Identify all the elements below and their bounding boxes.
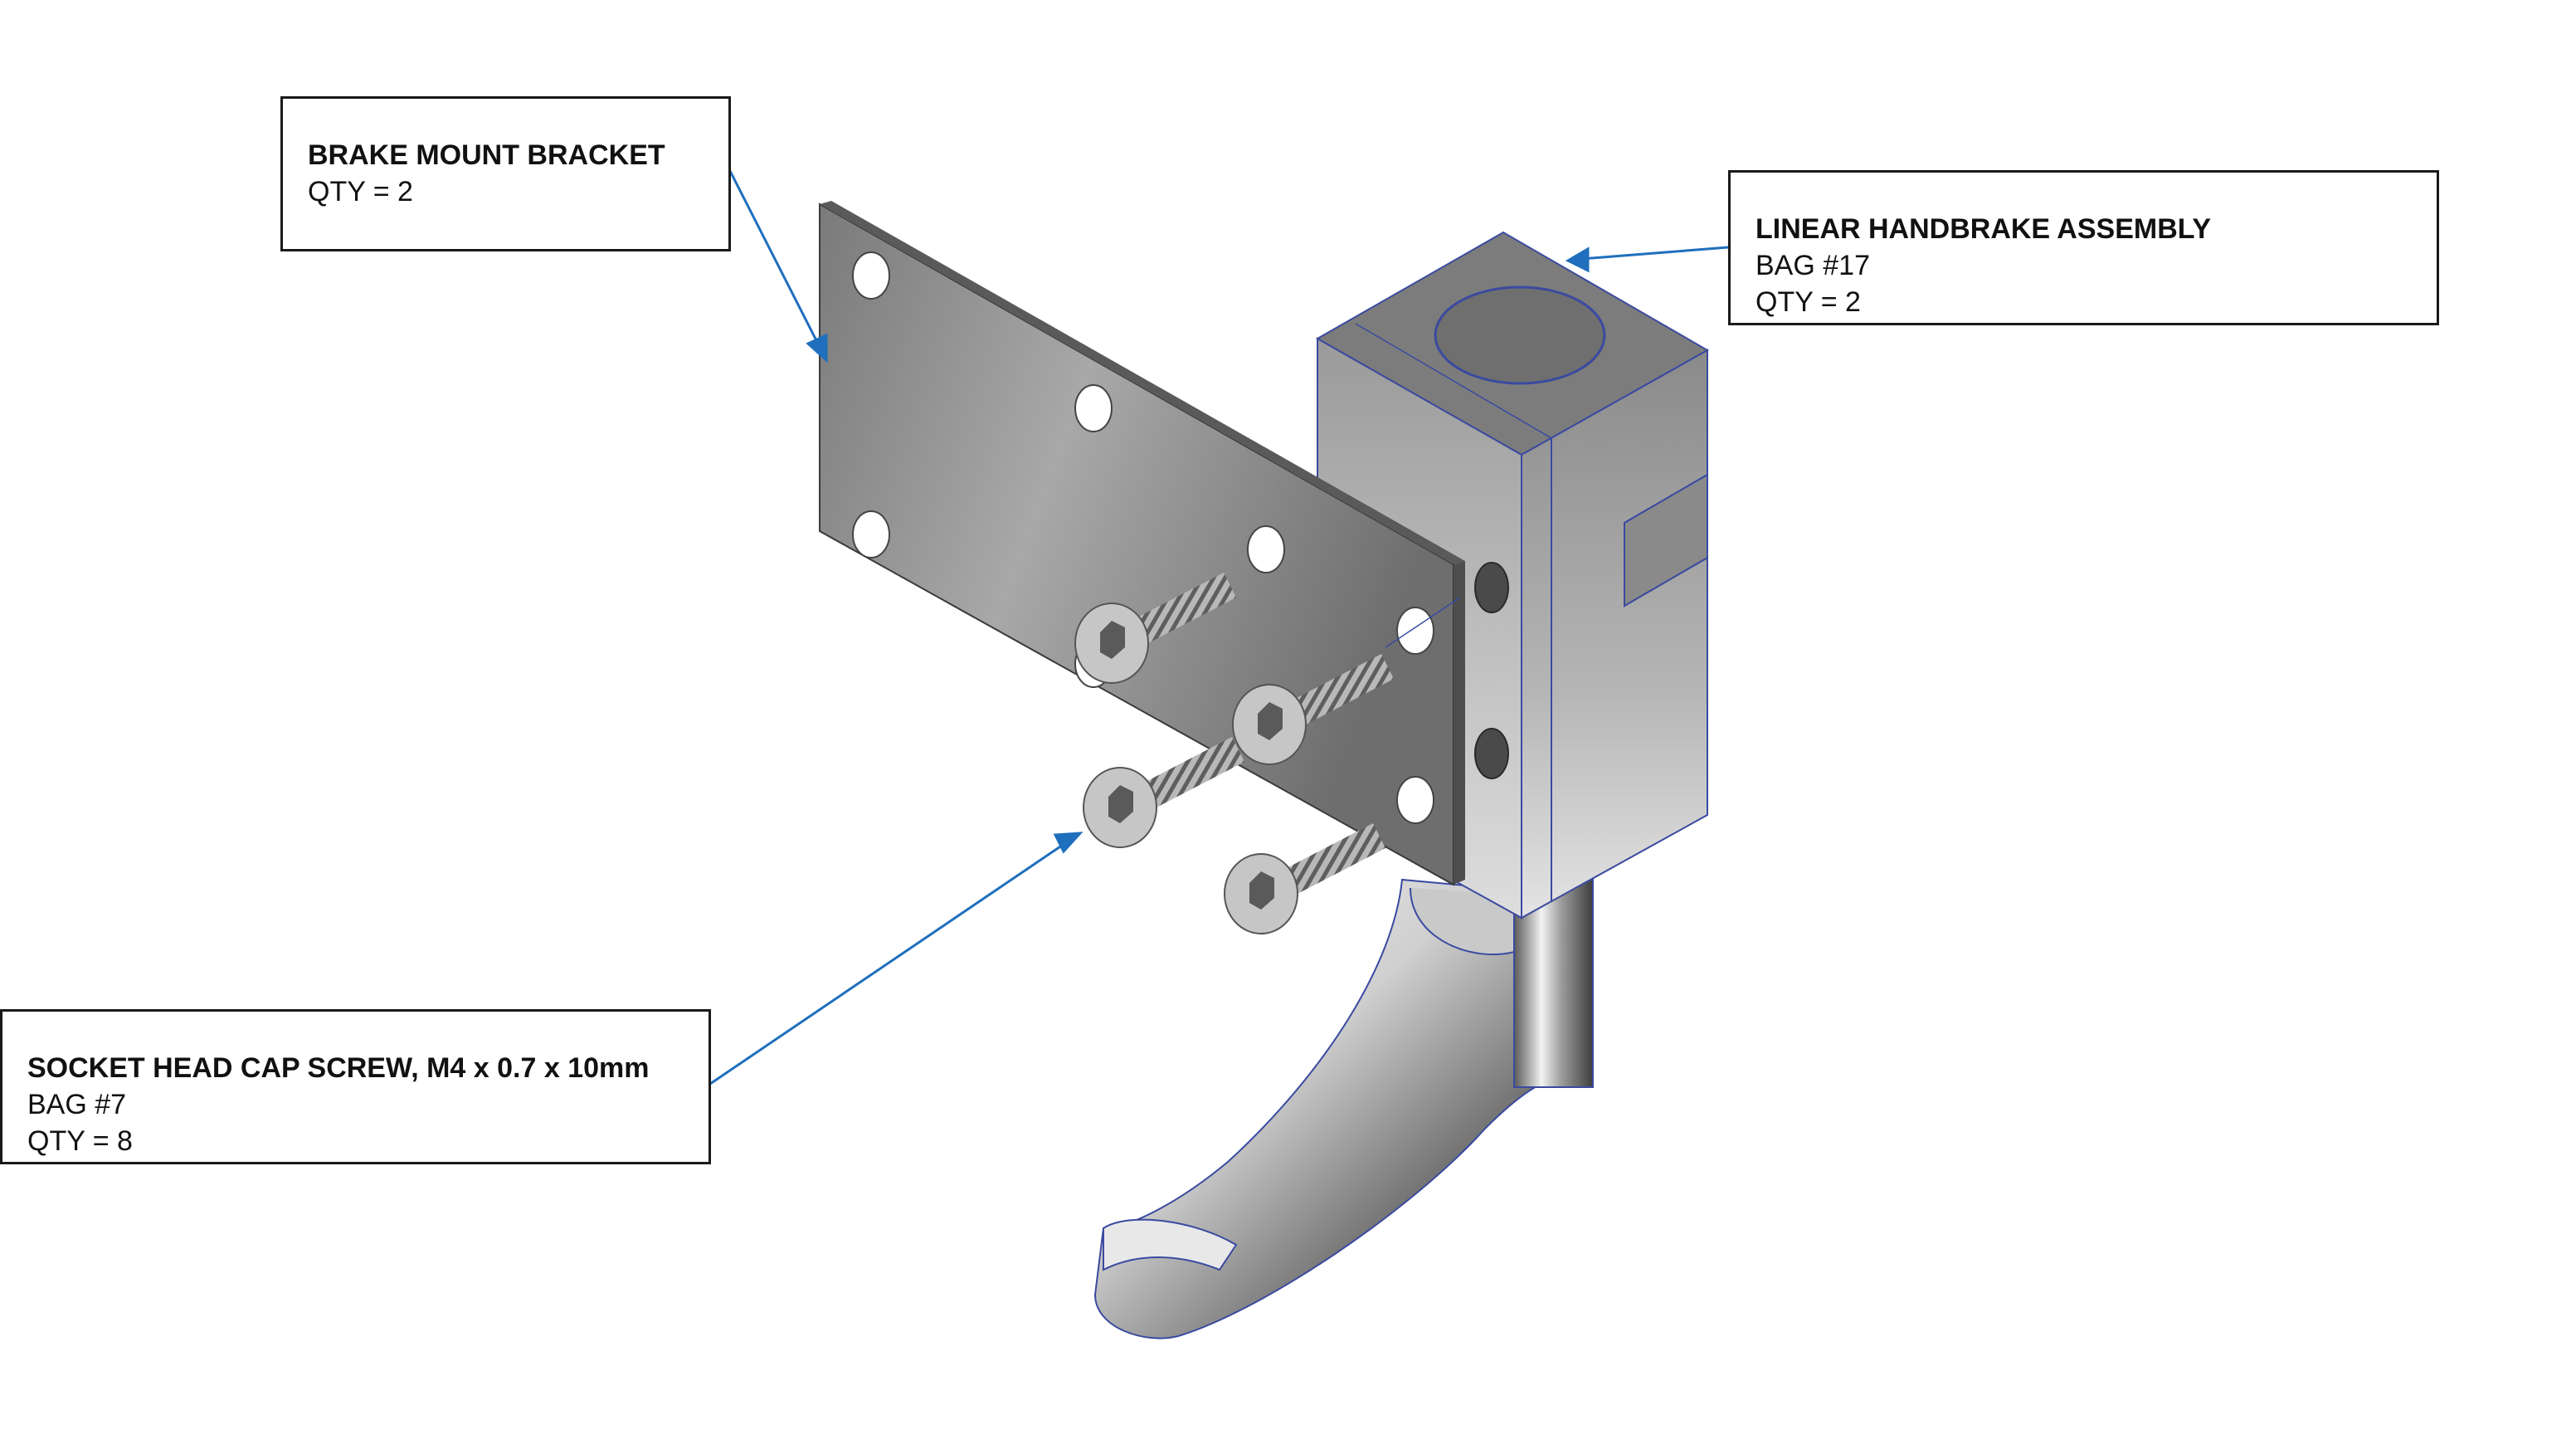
callout-title: BRAKE MOUNT BRACKET	[308, 139, 665, 171]
handbrake-body-icon	[1315, 231, 1710, 920]
callout-linear-handbrake-assembly: LINEAR HANDBRAKE ASSEMBLY BAG #17 QTY = …	[1728, 170, 2439, 325]
leader-screw	[709, 832, 1083, 1086]
callout-brake-mount-bracket: BRAKE MOUNT BRACKET QTY = 2	[280, 96, 731, 251]
callout-socket-head-cap-screw: SOCKET HEAD CAP SCREW, M4 x 0.7 x 10mm B…	[0, 1009, 711, 1164]
callout-bag: BAG #17	[1755, 250, 1870, 281]
callout-qty: QTY = 2	[1755, 286, 1861, 318]
leader-bracket	[728, 170, 828, 363]
cap-screw-icon	[1074, 573, 1394, 934]
leader-handbrake	[1565, 246, 1729, 273]
callout-title: LINEAR HANDBRAKE ASSEMBLY	[1755, 213, 2212, 245]
callout-title: SOCKET HEAD CAP SCREW, M4 x 0.7 x 10mm	[27, 1052, 650, 1084]
handbrake-lever-icon	[1093, 878, 1594, 1339]
callout-qty: QTY = 2	[308, 176, 413, 207]
callout-qty: QTY = 8	[27, 1125, 133, 1157]
callout-bag: BAG #7	[27, 1089, 127, 1120]
